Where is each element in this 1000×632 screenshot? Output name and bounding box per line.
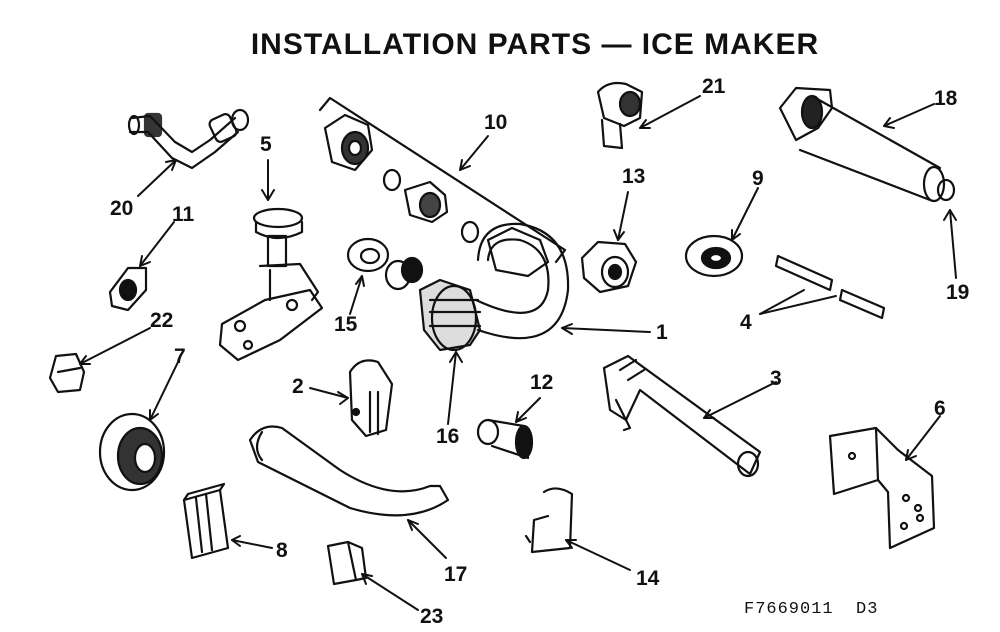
part-7-grommet xyxy=(98,412,166,492)
part-16-coupling xyxy=(384,256,482,352)
part-6-bracket xyxy=(828,426,936,550)
part-18-tube xyxy=(778,86,956,203)
part-22-clamp xyxy=(48,352,86,394)
callout-3: 3 xyxy=(770,367,782,390)
part-23-clip xyxy=(326,540,368,586)
callout-8: 8 xyxy=(276,539,288,562)
part-20-elbow-tube xyxy=(127,108,250,170)
callout-23: 23 xyxy=(420,605,444,628)
part-2-clamp xyxy=(348,359,394,438)
part-4-pins xyxy=(774,254,886,320)
callout-10: 10 xyxy=(484,111,508,134)
part-13-nut xyxy=(580,240,638,294)
part-17-curved-tube xyxy=(248,425,450,517)
callout-14: 14 xyxy=(636,567,660,590)
callout-1: 1 xyxy=(656,321,668,344)
part-14-clip xyxy=(524,487,574,554)
part-1-u-tube xyxy=(474,222,570,340)
callout-15: 15 xyxy=(334,313,358,336)
part-9-grommet xyxy=(684,234,744,278)
part-10-fitting-set xyxy=(318,96,567,264)
callout-21: 21 xyxy=(702,75,726,98)
callout-22: 22 xyxy=(150,309,174,332)
callout-5: 5 xyxy=(260,133,272,156)
drawing-code: F7669011 D3 xyxy=(744,600,879,619)
part-3-insert-tube xyxy=(602,354,762,478)
leader-lines xyxy=(79,95,957,611)
part-8-pad xyxy=(182,482,230,560)
callout-12: 12 xyxy=(530,371,554,394)
callout-11: 11 xyxy=(172,203,195,226)
part-11-clip xyxy=(108,266,148,312)
callout-4: 4 xyxy=(740,311,752,334)
callout-9: 9 xyxy=(752,167,764,190)
callout-16: 16 xyxy=(436,425,460,448)
callout-19: 19 xyxy=(946,281,970,304)
part-12-sleeve xyxy=(476,418,534,460)
part-21-clamp xyxy=(596,81,644,150)
callout-7: 7 xyxy=(174,345,186,368)
callout-6: 6 xyxy=(934,397,946,420)
page-title: INSTALLATION PARTS — ICE MAKER xyxy=(250,28,820,61)
callout-18: 18 xyxy=(934,87,958,110)
callout-20: 20 xyxy=(110,197,134,220)
callout-17: 17 xyxy=(444,563,468,586)
part-15-washer xyxy=(346,237,390,273)
part-5-valve xyxy=(218,207,324,362)
callout-2: 2 xyxy=(292,375,304,398)
callout-13: 13 xyxy=(622,165,646,188)
